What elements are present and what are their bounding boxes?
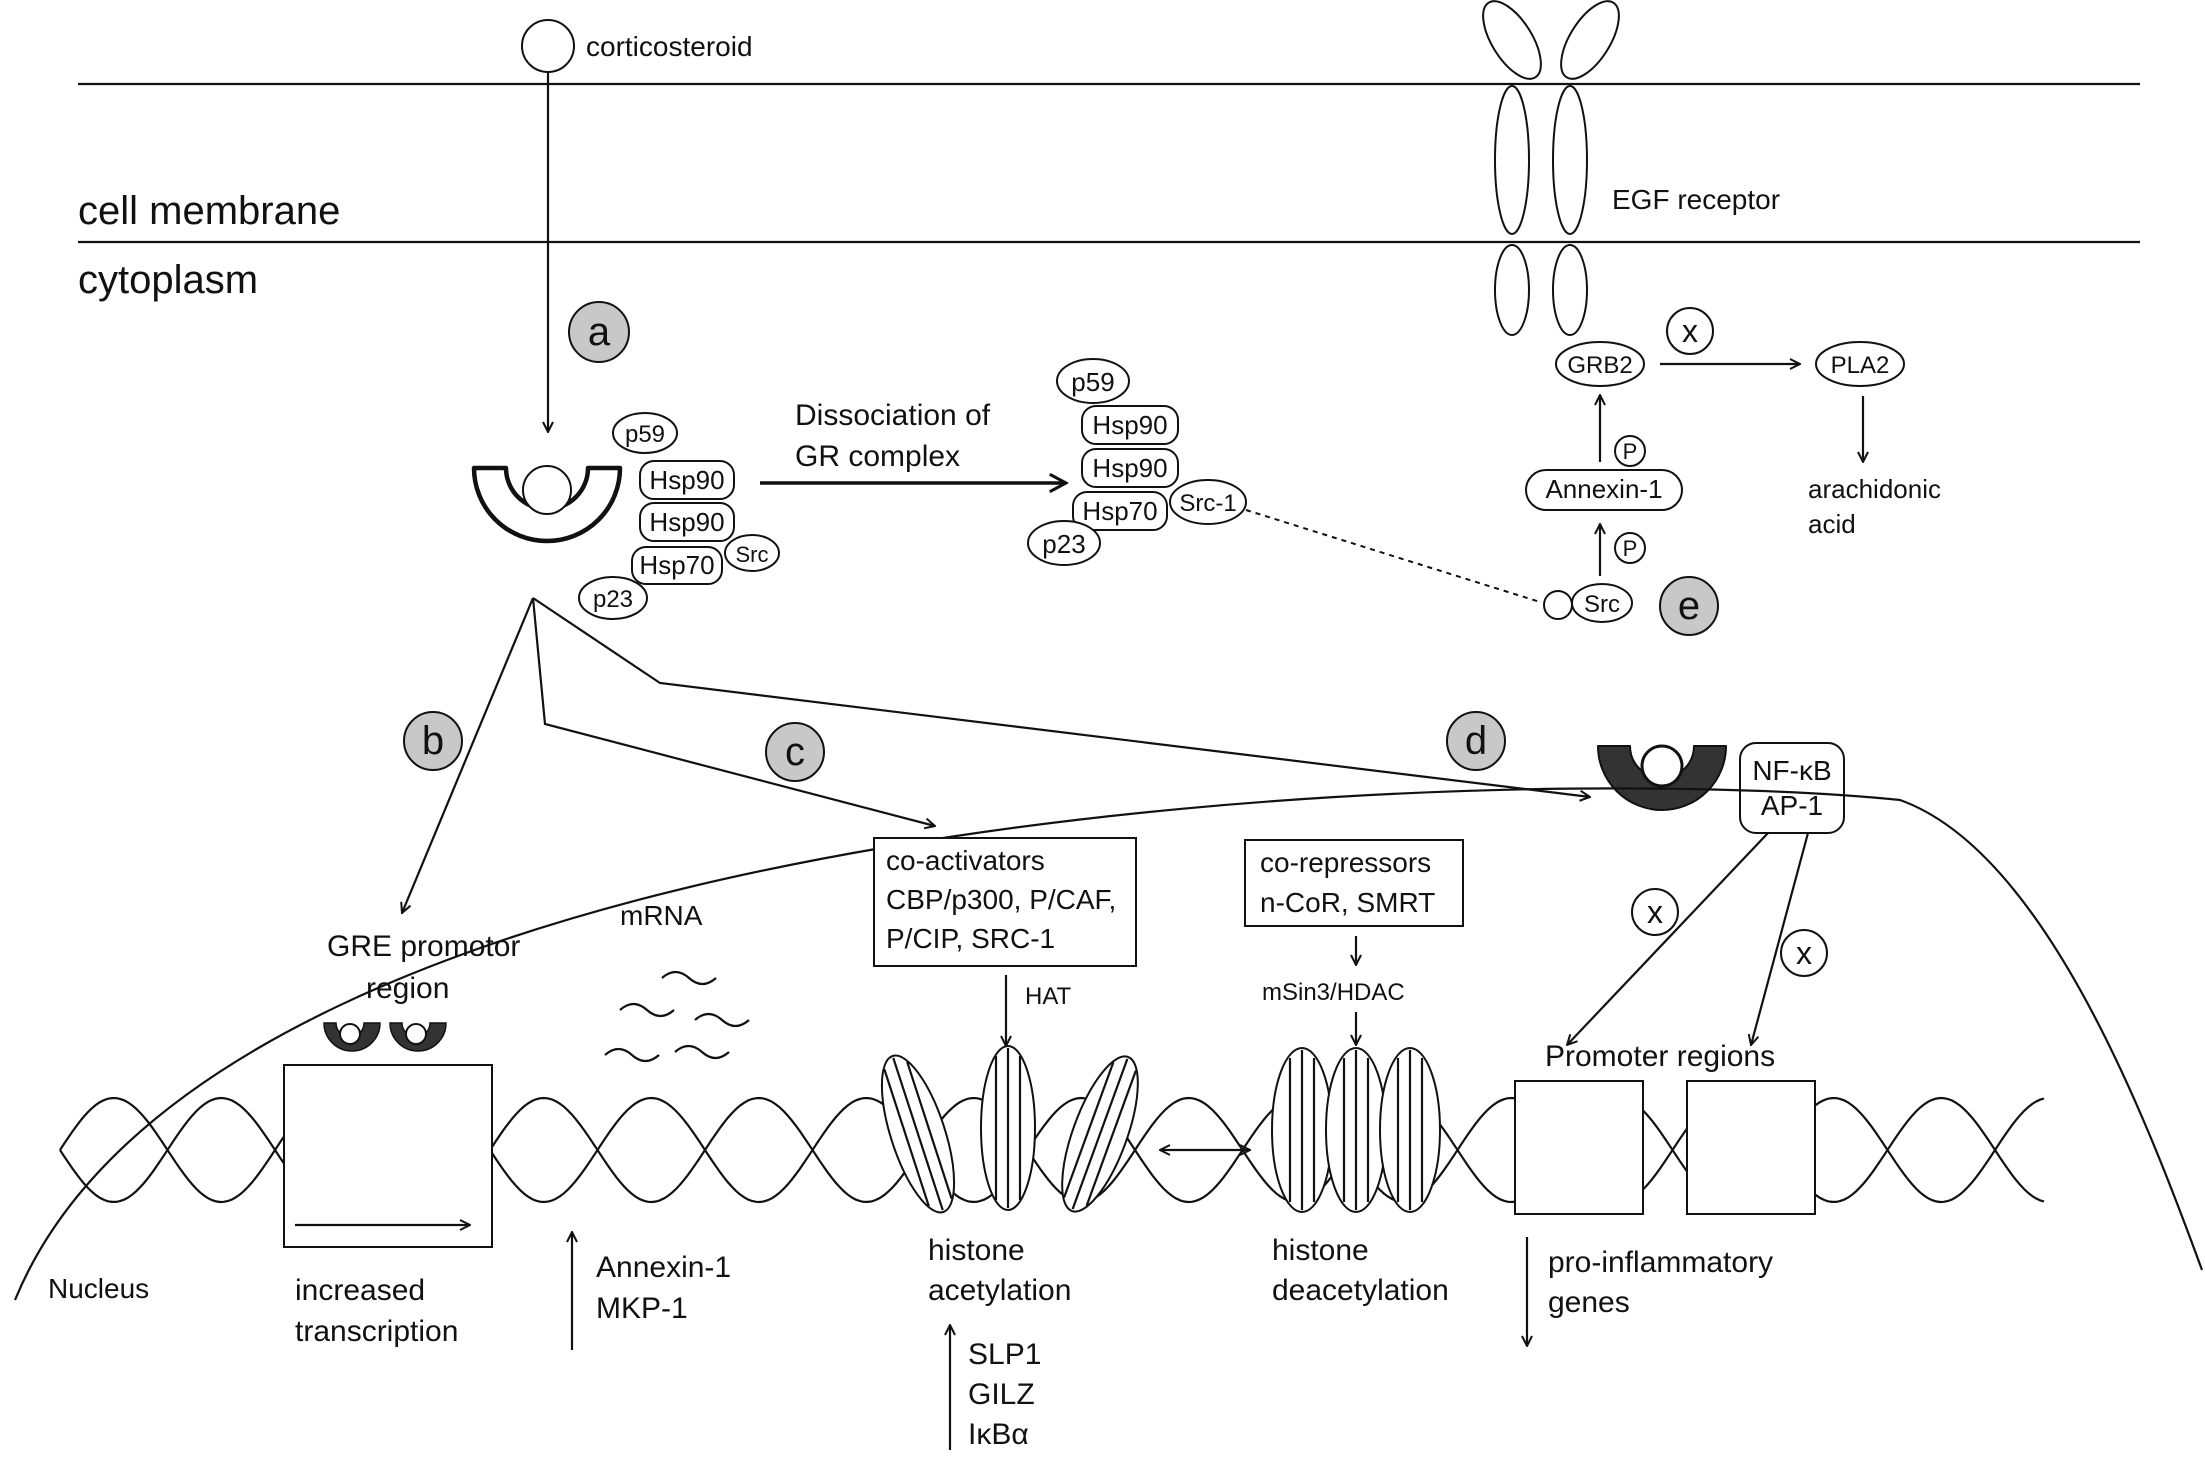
increased-label-1: increased xyxy=(295,1274,425,1307)
gre-promoter-box xyxy=(283,1064,493,1248)
phospho-label-2: P xyxy=(1623,439,1638,464)
cell-membrane xyxy=(78,82,2140,244)
transrepression-arrows xyxy=(1567,832,1810,1045)
dissociated-src1: Src-1 xyxy=(1179,490,1236,517)
coactivators-box xyxy=(873,837,1137,967)
block-marker-pla2: x xyxy=(1682,313,1698,349)
chaperone-hsp90-1: Hsp90 xyxy=(649,465,724,495)
svg-text:d: d xyxy=(1465,719,1487,763)
hdac-label: mSin3/HDAC xyxy=(1262,979,1405,1006)
cell-membrane-label: cell membrane xyxy=(78,189,340,233)
gre-label-2: region xyxy=(366,972,449,1005)
proinflammatory-label-2: genes xyxy=(1548,1286,1630,1319)
svg-text:c: c xyxy=(785,730,805,774)
gre-label-1: GRE promotor xyxy=(327,930,520,963)
pla2-label: PLA2 xyxy=(1831,352,1890,379)
mrna-strands xyxy=(604,970,750,1063)
corepressors-box xyxy=(1244,839,1464,927)
up-gene-mkp1: MKP-1 xyxy=(596,1292,688,1325)
deacetylated-nucleosomes xyxy=(1271,1047,1441,1213)
acetylation-label-2: acetylation xyxy=(928,1274,1071,1307)
acetylated-nucleosomes xyxy=(880,1045,1139,1214)
svg-text:a: a xyxy=(588,310,611,354)
block-marker-ap1 xyxy=(1780,929,1828,977)
cytoplasm-label: cytoplasm xyxy=(78,258,258,302)
mrna-label: mRNA xyxy=(620,900,703,931)
gr-chaperone-complex: p59 Hsp90 Hsp90 Hsp70 p23 Src xyxy=(578,412,780,620)
promoter-box-2 xyxy=(1686,1080,1816,1215)
corepressors-line-2: n-CoR, SMRT xyxy=(1260,887,1435,918)
corticosteroid-label: corticosteroid xyxy=(586,31,753,62)
step-c-marker: c xyxy=(765,722,825,782)
pathway-arrows xyxy=(402,597,1590,913)
step-d-marker: d xyxy=(1446,711,1506,771)
src-link-dashed xyxy=(1245,509,1541,603)
dissociation-label-1: Dissociation of xyxy=(795,399,991,432)
deacetylation-label-2: deacetylation xyxy=(1272,1274,1449,1307)
block-marker-nfkb-label: x xyxy=(1647,894,1663,930)
chaperone-src: Src xyxy=(736,542,769,567)
hat-label: HAT xyxy=(1025,983,1072,1010)
activated-gr-transrepression xyxy=(1597,744,1727,811)
step-b-marker: b xyxy=(403,711,463,771)
phospho-label-1: P xyxy=(1623,536,1638,561)
dissociated-hsp90-2: Hsp90 xyxy=(1092,453,1167,483)
increased-label-2: transcription xyxy=(295,1315,458,1348)
block-marker-ap1-label: x xyxy=(1796,935,1812,971)
svg-text:e: e xyxy=(1678,584,1700,628)
acetylation-gene-slp1: SLP1 xyxy=(968,1338,1041,1371)
arachidonic-acid-label-1: arachidonic xyxy=(1808,474,1941,504)
chaperone-p23: p23 xyxy=(593,586,633,613)
coactivators-line-2: CBP/p300, P/CAF, xyxy=(886,884,1116,915)
step-e-marker: e xyxy=(1659,576,1719,636)
dissociation-label-2: GR complex xyxy=(795,440,960,473)
up-gene-annexin: Annexin-1 xyxy=(596,1251,731,1284)
chaperone-hsp90-2: Hsp90 xyxy=(649,507,724,537)
egf-signaling-pathway: Src P Annexin-1 P GRB2 PLA2 x xyxy=(1525,307,1905,623)
src-label: Src xyxy=(1584,591,1620,618)
dissociated-hsp90-1: Hsp90 xyxy=(1092,410,1167,440)
proinflammatory-label-1: pro-inflammatory xyxy=(1548,1246,1773,1279)
step-a-marker: a xyxy=(568,301,630,363)
promoter-regions-label: Promoter regions xyxy=(1545,1040,1775,1073)
corticosteroid-molecule xyxy=(521,19,575,432)
acetylation-gene-ikba: IκBα xyxy=(968,1418,1029,1451)
dissociated-hsp70: Hsp70 xyxy=(1082,496,1157,526)
grb2-label: GRB2 xyxy=(1567,352,1632,379)
dissociated-p59: p59 xyxy=(1071,367,1114,397)
svg-text:b: b xyxy=(422,719,444,763)
nucleus-label: Nucleus xyxy=(48,1273,149,1304)
nuclear-envelope xyxy=(13,787,2204,1301)
corepressors-title: co-repressors xyxy=(1260,847,1431,878)
acetylation-label-1: histone xyxy=(928,1234,1025,1267)
block-marker-nfkb xyxy=(1631,888,1679,936)
egf-receptor-label: EGF receptor xyxy=(1612,184,1780,215)
nfkb-label: NF-κB xyxy=(1752,755,1831,786)
ap1-label: AP-1 xyxy=(1761,790,1823,821)
deacetylation-label-1: histone xyxy=(1272,1234,1369,1267)
promoter-box-1 xyxy=(1514,1080,1644,1215)
acetylation-gene-gilz: GILZ xyxy=(968,1378,1035,1411)
chaperone-p59: p59 xyxy=(625,421,665,448)
dissociated-chaperones: p59 Hsp90 Hsp90 Hsp70 p23 Src-1 xyxy=(1027,358,1247,566)
gr-dimer-on-gre xyxy=(323,1022,447,1052)
coactivators-line-3: P/CIP, SRC-1 xyxy=(886,923,1055,954)
chaperone-hsp70: Hsp70 xyxy=(639,550,714,580)
dissociated-p23: p23 xyxy=(1042,529,1085,559)
arachidonic-acid-label-2: acid xyxy=(1808,509,1856,539)
glucocorticoid-receptor xyxy=(471,465,623,544)
coactivators-title: co-activators xyxy=(886,845,1045,876)
nfkb-ap1-box xyxy=(1739,742,1845,834)
annexin-label: Annexin-1 xyxy=(1545,474,1662,504)
egf-receptor xyxy=(1482,0,1620,336)
